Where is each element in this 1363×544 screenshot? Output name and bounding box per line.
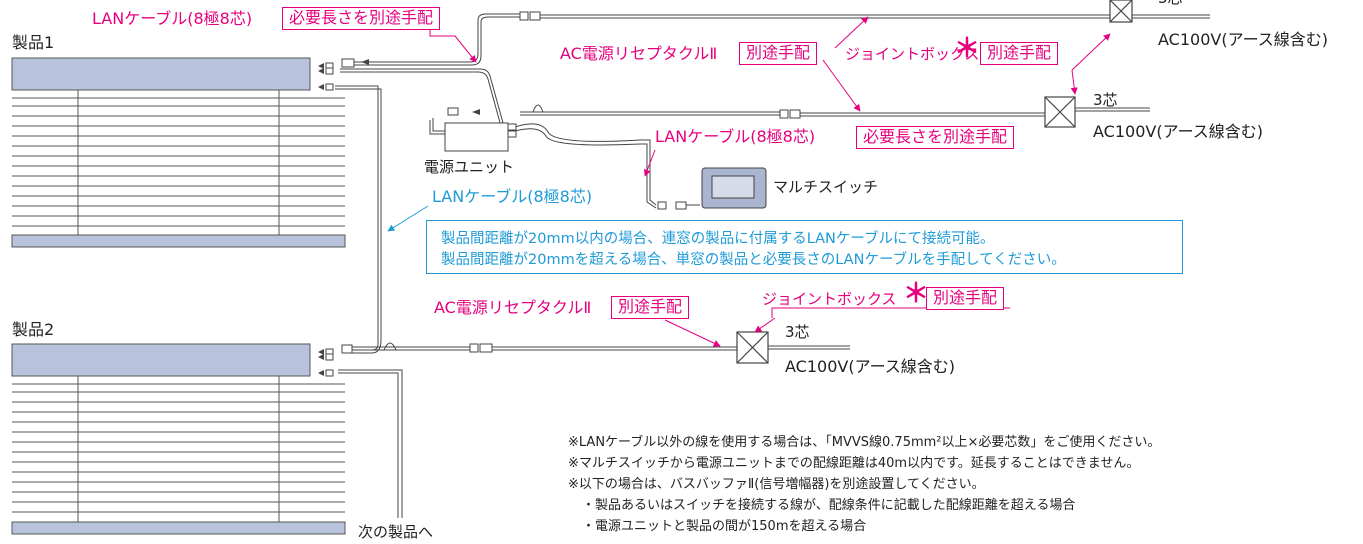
junction-boxes bbox=[736, 0, 1133, 364]
footnote-3: ※以下の場合は、バスバッファⅡ(信号増幅器)を別途設置してください。 bbox=[568, 477, 985, 492]
ac100v-mid: AC100V(アース線含む) bbox=[1093, 122, 1264, 141]
joint-box-label-top: ジョイントボックス bbox=[845, 45, 980, 63]
footnote-3b: ・電源ユニットと製品の間が150mを超える場合 bbox=[582, 519, 867, 534]
distance-note-box: 製品間距離が20mm以内の場合、連窓の製品に付属するLANケーブルにて接続可能。… bbox=[426, 220, 1183, 274]
asterisk-top: ＊ bbox=[954, 34, 981, 64]
distance-note-line-2: 製品間距離が20mmを超える場合、単窓の製品と必要長さのLANケーブルを手配して… bbox=[441, 252, 1066, 268]
power-unit-label: 電源ユニット bbox=[424, 158, 515, 176]
ac100v-top: AC100V(アース線含む) bbox=[1158, 30, 1329, 49]
product-1-graphic bbox=[11, 57, 346, 248]
product-1-label: 製品1 bbox=[12, 33, 55, 52]
multi-switch-graphic bbox=[701, 167, 767, 209]
three-core-top: 3芯 bbox=[1158, 0, 1183, 6]
ac100v-low: AC100V(アース線含む) bbox=[785, 357, 956, 376]
footnote-2: ※マルチスイッチから電源ユニットまでの配線距離は40m以内です。延長することはで… bbox=[568, 456, 1140, 471]
order-length-badge-top: 必要長さを別途手配 bbox=[282, 7, 441, 30]
footnote-1: ※LANケーブル以外の線を使用する場合は、「MVVS線0.75mm²以上×必要芯… bbox=[568, 435, 1161, 450]
ac-receptacle-label-low: AC電源リセプタクルⅡ bbox=[434, 298, 592, 317]
product-2-label: 製品2 bbox=[12, 320, 55, 339]
product-2-graphic bbox=[11, 343, 346, 535]
footnote-3a: ・製品あるいはスイッチを接続する線が、配線条件に記載した配線距離を超える場合 bbox=[582, 498, 1076, 513]
ac-receptacle-label-top: AC電源リセプタクルⅡ bbox=[560, 44, 718, 63]
three-core-low: 3芯 bbox=[785, 323, 810, 341]
joint-box-label-low: ジョイントボックス bbox=[762, 290, 897, 308]
lan-cable-label-blue: LANケーブル(8極8芯) bbox=[432, 187, 593, 206]
distance-note-line-1: 製品間距離が20mm以内の場合、連窓の製品に付属するLANケーブルにて接続可能。 bbox=[441, 231, 995, 247]
order-sep-badge-c: 別途手配 bbox=[611, 296, 690, 319]
order-sep-badge-b: 別途手配 bbox=[980, 42, 1059, 65]
three-core-mid: 3芯 bbox=[1093, 91, 1118, 109]
order-sep-badge-d: 別途手配 bbox=[926, 287, 1005, 310]
asterisk-low: ＊ bbox=[903, 279, 930, 309]
footnotes: ※LANケーブル以外の線を使用する場合は、「MVVS線0.75mm²以上×必要芯… bbox=[568, 432, 1160, 537]
power-unit-graphic bbox=[444, 122, 509, 152]
lan-cable-label-top: LANケーブル(8極8芯) bbox=[92, 9, 253, 28]
next-product-label: 次の製品へ bbox=[358, 523, 434, 541]
lan-cable-label-mid: LANケーブル(8極8芯) bbox=[655, 127, 816, 146]
multi-switch-label: マルチスイッチ bbox=[773, 178, 879, 196]
order-length-badge-mid: 必要長さを別途手配 bbox=[856, 126, 1015, 149]
order-sep-badge-a: 別途手配 bbox=[739, 42, 818, 65]
